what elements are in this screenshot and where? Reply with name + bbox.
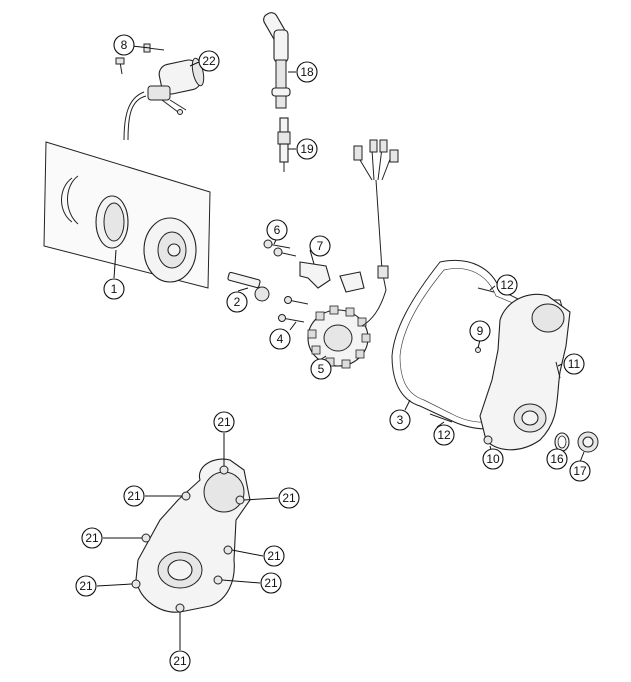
callout-7: 7 xyxy=(309,235,331,257)
callout-label: 12 xyxy=(500,278,514,292)
wiring-harness xyxy=(339,139,399,327)
callout-17: 17 xyxy=(569,460,591,482)
ignition-cover xyxy=(479,293,571,451)
callout-label: 3 xyxy=(397,413,404,427)
callout-21-bottom: 21 xyxy=(169,650,191,672)
spark-plug-connector xyxy=(263,12,291,109)
callout-label: 10 xyxy=(486,452,500,466)
callout-21-lower-left: 21 xyxy=(75,575,97,597)
flywheel-bolt xyxy=(227,271,270,302)
callout-label: 1 xyxy=(111,282,118,296)
callout-label: 16 xyxy=(550,452,564,466)
callout-label: 21 xyxy=(127,489,141,503)
callout-label: 4 xyxy=(277,332,284,346)
shaft-seal xyxy=(554,432,570,452)
ignition-coil xyxy=(123,57,205,141)
callout-label: 17 xyxy=(573,464,587,478)
callout-label: 21 xyxy=(267,549,281,563)
callout-label: 18 xyxy=(300,65,314,79)
callout-21-upper-right: 21 xyxy=(278,487,300,509)
callout-label: 21 xyxy=(217,415,231,429)
callout-label: 12 xyxy=(437,428,451,442)
callout-21-mid-left: 21 xyxy=(81,527,103,549)
plug-9 xyxy=(475,347,481,353)
callout-11: 11 xyxy=(563,353,585,375)
callout-label: 21 xyxy=(282,491,296,505)
callout-21-top: 21 xyxy=(213,411,235,433)
cover-screw-lower xyxy=(429,413,453,423)
callout-3: 3 xyxy=(389,409,411,431)
callout-12-upper: 12 xyxy=(496,274,518,296)
callout-19: 19 xyxy=(296,138,318,160)
callout-label: 22 xyxy=(202,54,216,68)
callout-label: 6 xyxy=(274,223,281,237)
callout-18: 18 xyxy=(296,61,318,83)
cover-screw-upper xyxy=(477,287,495,293)
callout-21-mid-right: 21 xyxy=(263,545,285,567)
callout-label: 5 xyxy=(318,362,325,376)
callout-label: 21 xyxy=(85,531,99,545)
callout-label: 21 xyxy=(173,654,187,668)
callout-1: 1 xyxy=(103,278,125,300)
leader-lines xyxy=(96,45,585,650)
cover-screw-11 xyxy=(555,361,561,379)
spark-plug xyxy=(277,117,291,172)
callout-label: 7 xyxy=(317,239,324,253)
flywheel-group-panel xyxy=(43,141,211,289)
callout-6: 6 xyxy=(266,219,288,241)
ignition-cover-detail xyxy=(131,458,251,613)
callout-8: 8 xyxy=(113,34,135,56)
callout-4: 4 xyxy=(269,328,291,350)
cover-gasket xyxy=(391,260,567,430)
callout-label: 11 xyxy=(568,357,581,371)
cable-bracket xyxy=(299,261,331,289)
callout-2: 2 xyxy=(226,291,248,313)
callout-label: 9 xyxy=(477,324,484,338)
stator xyxy=(307,305,371,369)
callout-16: 16 xyxy=(546,448,568,470)
callout-label: 19 xyxy=(300,142,314,156)
screws-6 xyxy=(263,239,297,257)
callout-9: 9 xyxy=(469,320,491,342)
callout-12-lower: 12 xyxy=(433,424,455,446)
callout-label: 2 xyxy=(234,295,241,309)
callout-label: 21 xyxy=(264,576,278,590)
callout-10: 10 xyxy=(482,448,504,470)
callout-22: 22 xyxy=(198,50,220,72)
callout-label: 21 xyxy=(79,579,93,593)
callout-label: 8 xyxy=(121,38,128,52)
callout-21-lower-right: 21 xyxy=(260,572,282,594)
stator-screws xyxy=(278,296,309,323)
callout-5: 5 xyxy=(310,358,332,380)
screw-plug xyxy=(577,431,599,453)
screw-lower xyxy=(115,57,125,75)
callout-21-upper-left: 21 xyxy=(123,485,145,507)
